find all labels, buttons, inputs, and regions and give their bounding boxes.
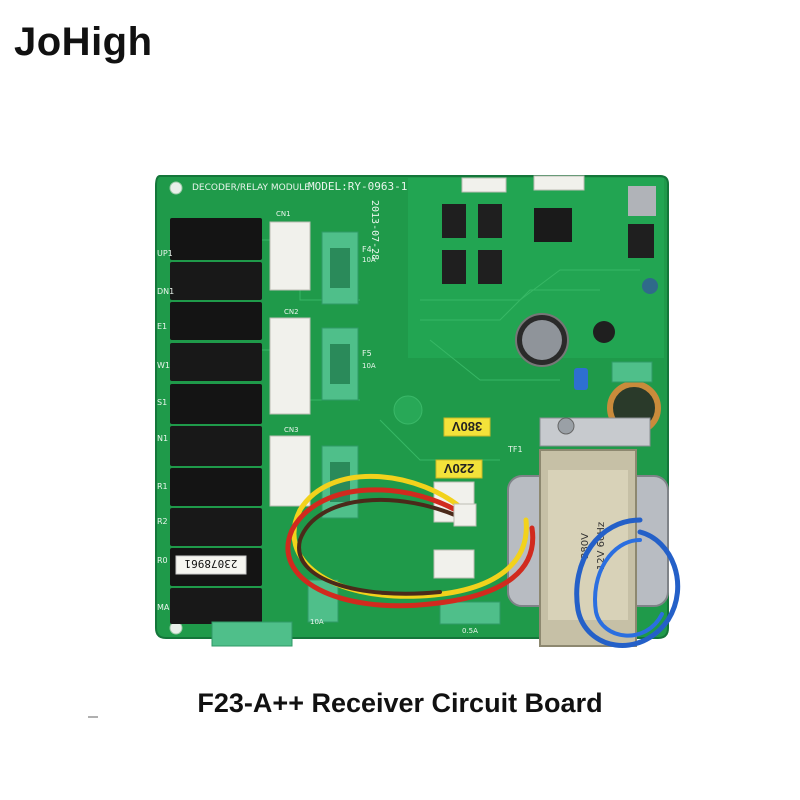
fuse-holders [211, 231, 501, 647]
header-connector [461, 177, 507, 193]
relay [170, 508, 262, 546]
fuse-rating: 10A [310, 618, 324, 626]
relay-label: N1 [157, 434, 168, 443]
product-caption: F23-A++ Receiver Circuit Board [197, 688, 603, 718]
connector-label: CN1 [276, 210, 291, 218]
voltage-label-bg [435, 459, 483, 479]
heatsink [628, 186, 656, 216]
microcontroller [534, 208, 572, 242]
relay-label: R2 [157, 517, 168, 526]
fuse-rating: 10A [362, 256, 376, 264]
brand-logo: JoHigh [14, 20, 153, 64]
connector [269, 435, 311, 507]
relay [170, 468, 262, 506]
relay-label: E1 [157, 322, 167, 331]
connector [269, 317, 311, 415]
ic-chip [442, 250, 466, 284]
relay [170, 426, 262, 466]
fuse [330, 344, 350, 384]
relay [170, 384, 262, 424]
transformer-coil [548, 470, 628, 620]
relay-label: MA [157, 603, 170, 612]
wire-brown [297, 497, 468, 596]
connector [433, 549, 475, 579]
model-label: MODEL:RY-0963-1 [308, 180, 407, 193]
fuse-rating: 10A [362, 362, 376, 370]
fuse-holder [211, 621, 293, 647]
fuse-rating: 0.5A [462, 627, 478, 635]
voltage-label-bg [443, 417, 491, 437]
relay [170, 588, 262, 624]
relay-label: R1 [157, 482, 168, 491]
relay-label: UP1 [157, 249, 173, 258]
connector-label: CN3 [284, 426, 299, 434]
ic-chip [442, 204, 466, 238]
pcb-pad [393, 395, 423, 425]
wire-harness [285, 473, 681, 648]
date-label: 2013-07-28 [369, 200, 380, 260]
integrated-circuits [442, 175, 656, 284]
fuse-holder [611, 361, 653, 383]
transformer-label: TF1 [507, 445, 523, 454]
relay-column [170, 218, 262, 624]
header-connector [533, 175, 585, 191]
serial-number: 23078961 [185, 557, 238, 570]
connector-label: CN2 [284, 308, 299, 316]
module-label: DECODER/RELAY MODULE [192, 183, 310, 193]
relay [170, 302, 262, 340]
connector [269, 221, 311, 291]
relay [170, 218, 262, 260]
capacitor-top [522, 320, 562, 360]
wire-blue [574, 517, 681, 648]
relay-label: W1 [157, 361, 170, 370]
ic-chip [478, 250, 502, 284]
capacitor [574, 368, 588, 390]
transformer-bracket [539, 417, 651, 447]
divider-mark [88, 716, 98, 718]
relay [170, 262, 262, 300]
fuse-holder [439, 601, 501, 625]
wire-blue [593, 538, 664, 638]
transformer-rating: 380V [580, 533, 591, 559]
fuse [330, 248, 350, 288]
ic-chip [478, 204, 502, 238]
screw [557, 417, 575, 435]
connector-blocks [269, 221, 311, 507]
fuse-label: F4 [362, 245, 372, 254]
relay-label: S1 [157, 398, 167, 407]
voltage-regulator [628, 224, 654, 258]
relay-label: DN1 [157, 287, 174, 296]
serial-sticker [175, 555, 247, 575]
fuse-label: F5 [362, 349, 372, 358]
transformer-rating: 12V 60Hz [596, 522, 607, 570]
mounting-hole [169, 181, 183, 195]
voltage-label: 220V [443, 461, 474, 476]
capacitor [593, 321, 615, 343]
voltage-label: 380V [451, 419, 482, 434]
relay-label: R0 [157, 556, 168, 565]
relay [170, 343, 262, 381]
wire-connector [453, 503, 477, 527]
capacitor [642, 278, 658, 294]
wire-red [285, 487, 536, 609]
